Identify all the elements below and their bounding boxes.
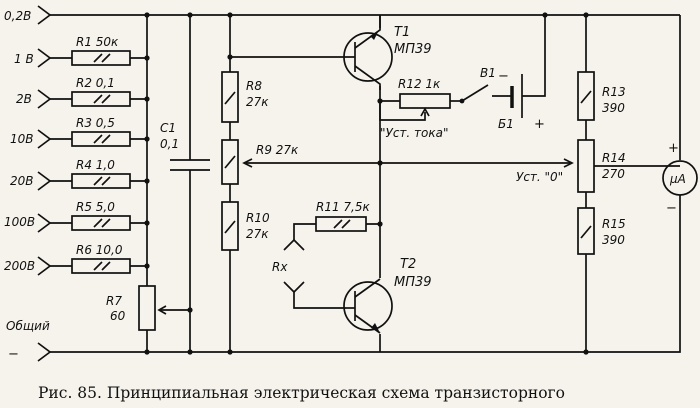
switch-b1[interactable]: В1 [459,66,512,104]
meter-minus: − [666,201,677,216]
r1-label: R1 50к [76,35,119,49]
meter-label: μA [669,172,686,186]
resistor-r10 [221,201,239,251]
input-label-0-2v: 0,2В [4,9,31,23]
rx-label: Rx [272,260,288,274]
battery-b1: Б1 − + [498,15,546,132]
resistor-r6 [71,258,131,274]
resistor-r3 [71,131,131,147]
meter-plus: + [668,141,679,156]
input-label-200v: 200В [4,259,35,273]
b1-label: В1 [480,66,496,80]
input-label-2v: 2В [16,92,32,106]
resistor-r13 [577,71,595,121]
t1-type: МП39 [394,42,432,57]
r8-name: R8 [246,79,262,93]
transistor-t1: T1 МП39 [227,15,432,90]
t1-name: T1 [394,25,410,40]
common-minus-sign: − [8,347,19,362]
input-label-1v: 1 В [14,52,34,66]
terminal-2v [37,89,52,109]
terminal-20v [37,171,52,191]
resistor-r5 [71,215,131,231]
r11-label: R11 7,5к [316,200,371,214]
r14-value: 270 [602,167,625,181]
r12-adjust-label: "Уст. тока" [380,126,449,140]
resistor-r15 [577,207,595,255]
terminal-1v [37,48,52,68]
input-divider: R1 50к R2 0,1 R3 0,5 R4 1,0 R5 5,0 R6 10… [50,12,380,286]
t2-name: T2 [400,257,416,272]
terminal-common [37,342,52,362]
terminal-0-2v [37,5,52,25]
terminal-200v [37,256,52,276]
zero-adjust-divider: R13 390 R14 270 Уст. "0" R15 390 [380,71,680,355]
r10-name: R10 [246,211,270,225]
input-label-100v: 100В [4,215,35,229]
r15-value: 390 [602,233,625,247]
r3-label: R3 0,5 [76,116,115,130]
bias-divider: R8 27к R9 27к R10 27к [221,12,383,352]
t2-type: МП39 [394,275,432,290]
resistor-r11: R11 7,5к [293,200,383,240]
resistor-r4 [71,173,131,189]
resistor-r7: R7 60 [106,285,190,352]
input-terminals: 0,2В 1 В 2В 10В 20В 100В 200В Общий − [4,5,52,362]
battery-label: Б1 [498,117,514,131]
battery-minus: − [498,69,509,84]
r10-value: 27к [246,227,269,241]
terminal-10v [37,129,52,149]
resistor-r2 [71,91,131,107]
battery-plus: + [534,117,545,132]
resistor-r12: R12 1к "Уст. тока" [379,77,462,140]
r12-label: R12 1к [398,77,441,91]
r9-label: R9 27к [256,143,299,157]
input-label-10v: 10В [10,132,34,146]
r15-name: R15 [602,217,626,231]
r13-value: 390 [602,101,625,115]
r4-label: R4 1,0 [76,158,115,172]
c1-name: C1 [160,121,176,135]
c1-value: 0,1 [160,137,179,151]
rx-top-terminal [283,238,305,251]
r14-adjust-label: Уст. "0" [516,170,563,184]
r5-label: R5 5,0 [76,200,115,214]
r6-label: R6 10,0 [76,243,123,257]
resistor-r9 [221,139,239,185]
resistor-r1 [71,50,131,66]
r7-name: R7 [106,294,122,308]
r8-value: 27к [246,95,269,109]
r2-label: R2 0,1 [76,76,115,90]
microammeter: μA + − [586,15,698,353]
rx-bottom-terminal [283,281,305,294]
r14-name: R14 [602,151,626,165]
r7-value: 60 [110,309,126,323]
input-label-20v: 20В [10,174,34,188]
capacitor-c1: C1 0,1 [160,12,210,352]
resistor-r14 [577,139,595,193]
figure-caption: Рис. 85. Принципиальная электрическая сх… [38,384,565,402]
r13-name: R13 [602,85,626,99]
transistor-t2: T2 МП39 [343,257,432,334]
resistor-r8 [221,71,239,123]
common-label: Общий [6,319,50,333]
terminal-100v [37,213,52,233]
rx-terminals[interactable]: Rx [272,238,346,309]
